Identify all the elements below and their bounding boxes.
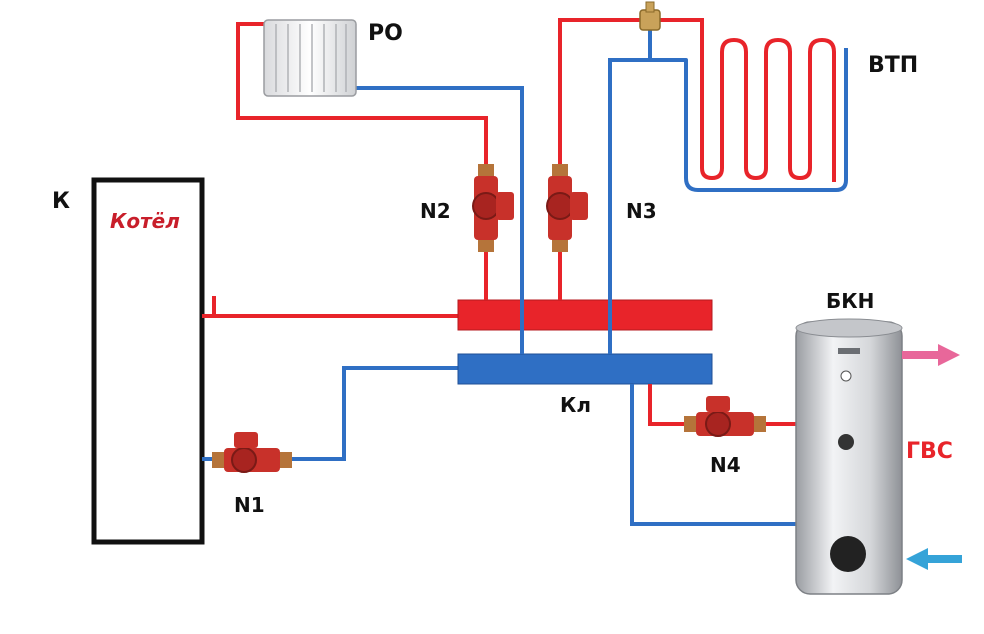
tank-return-pipe: [630, 384, 800, 526]
pump-n4-icon: [684, 396, 766, 437]
manifold-label: Кл: [560, 393, 591, 417]
tank-icon: [795, 318, 903, 595]
cold-water-inlet-arrow: [906, 548, 962, 570]
radiator-return-pipe: [354, 86, 524, 354]
return-manifold: [457, 353, 713, 385]
mixing-valve-icon: [639, 1, 661, 31]
tank-supply-pipe: [648, 384, 800, 426]
boiler-name-label: Котёл: [110, 209, 180, 233]
underfloor-label: ВТП: [868, 53, 918, 78]
supply-manifold: [457, 299, 713, 331]
hot-water-label: ГВС: [906, 439, 953, 464]
tank-label: БКН: [826, 289, 874, 313]
pump-n1-label: N1: [234, 493, 265, 517]
pump-n1-icon: [212, 432, 292, 473]
radiator-icon: [263, 19, 357, 97]
boiler-short-label: К: [52, 189, 70, 214]
pump-n3-label: N3: [626, 199, 657, 223]
boiler-outline: [91, 177, 205, 545]
pump-n2-label: N2: [420, 199, 451, 223]
pump-n2-icon: [472, 164, 514, 252]
underfloor-return-pipe: [608, 28, 678, 354]
radiator-label: РО: [368, 21, 403, 46]
hot-water-outlet-arrow: [902, 344, 960, 366]
underfloor-coil-icon: [678, 38, 848, 192]
boiler-supply-pipe: [202, 296, 460, 318]
pump-n4-label: N4: [710, 453, 741, 477]
pump-n3-icon: [546, 164, 588, 252]
